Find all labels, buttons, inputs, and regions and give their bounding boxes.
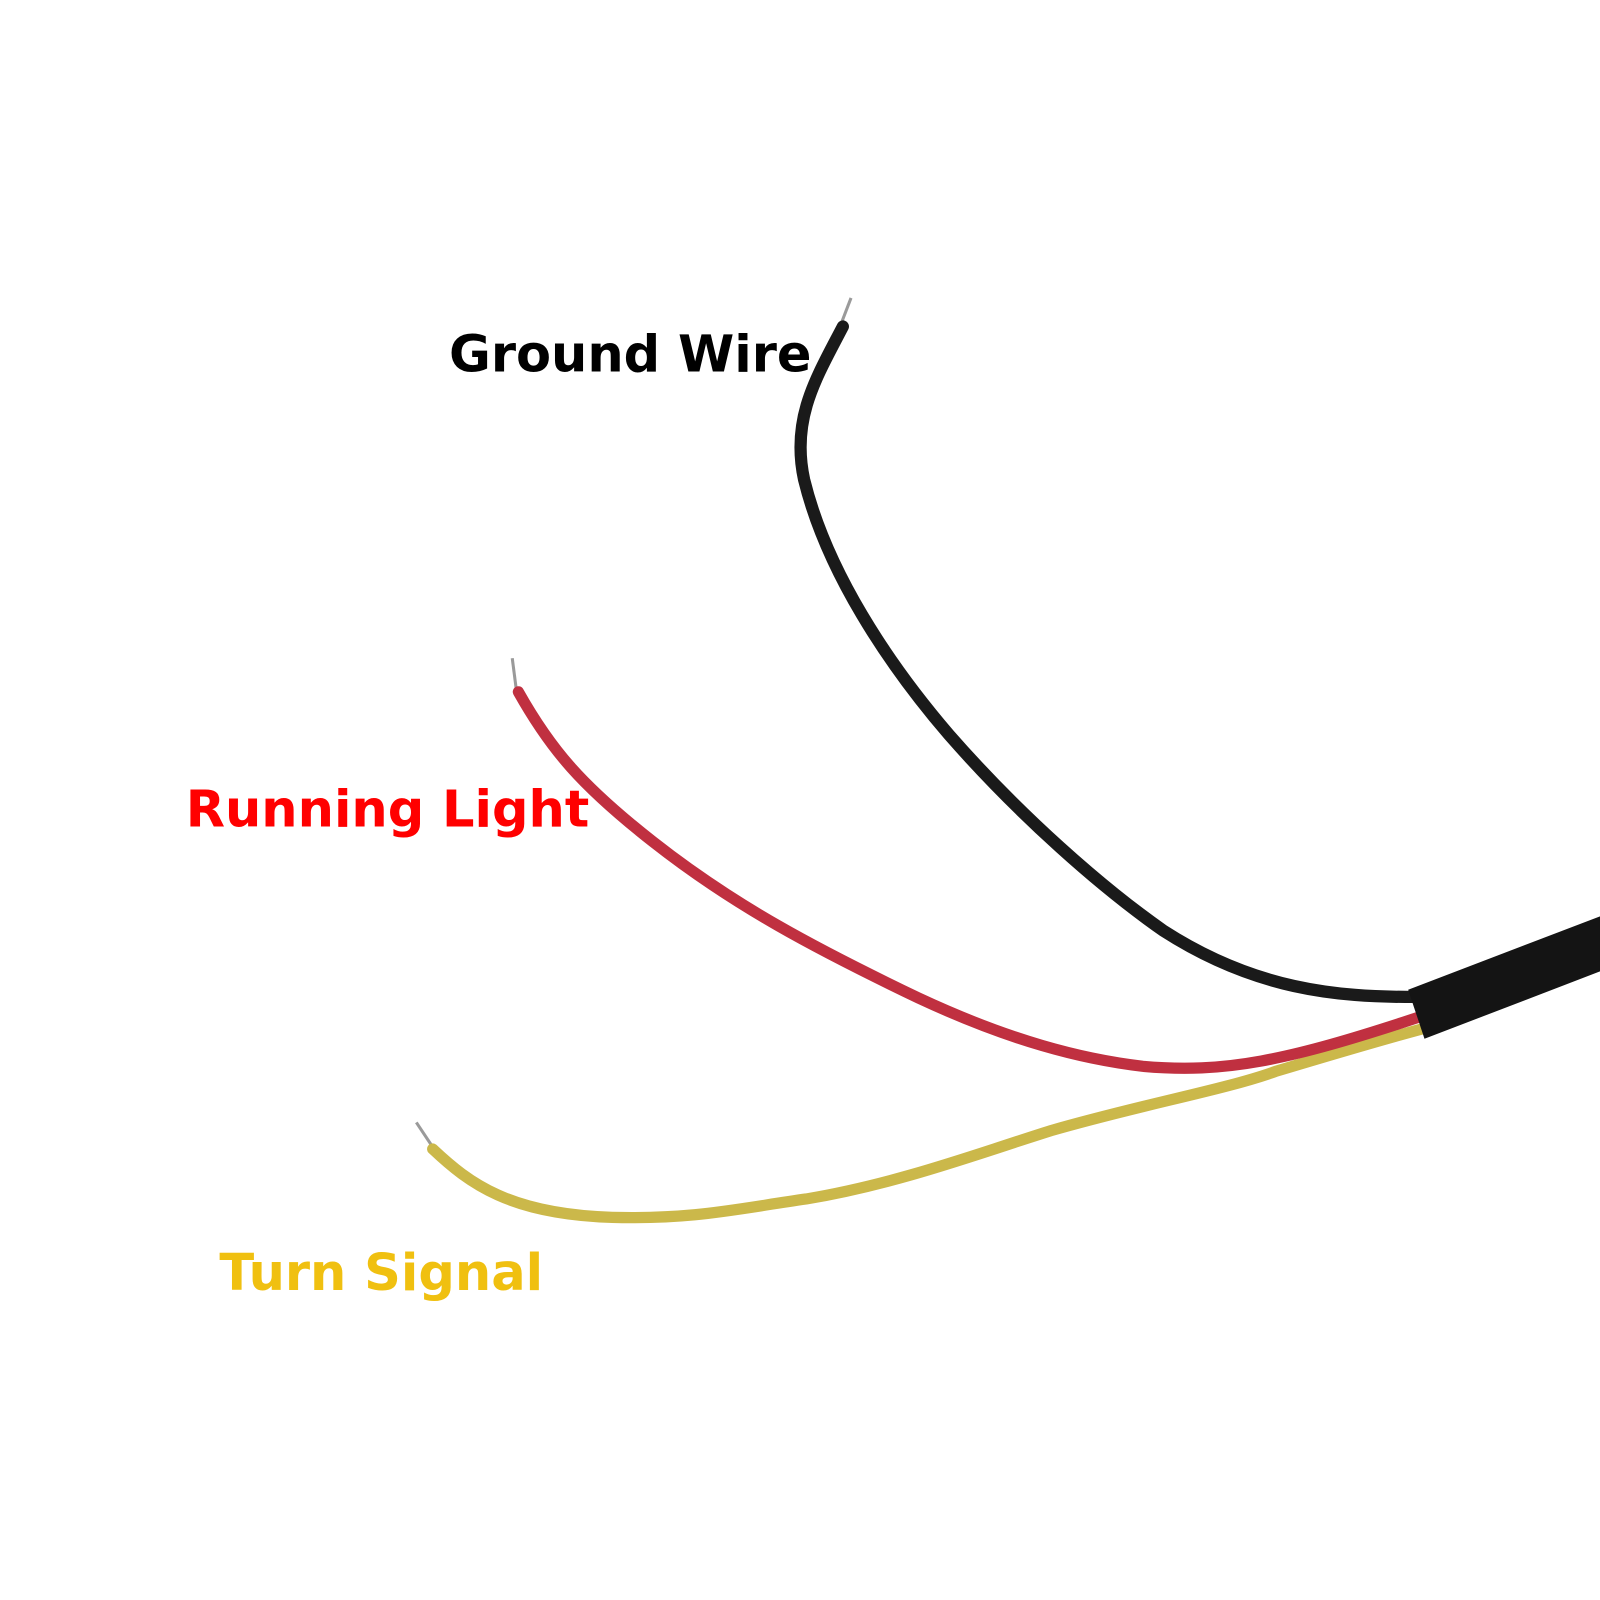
turn-signal-wire [427, 1022, 1430, 1224]
ground-wire-tip [839, 297, 853, 326]
running-light-label: Running Light [186, 781, 590, 840]
turn-signal-label: Turn Signal [219, 1244, 543, 1303]
ground-wire [794, 320, 1420, 1004]
cable-sheath [1408, 916, 1600, 1039]
running-light-wire [512, 686, 1424, 1074]
ground-wire-label: Ground Wire [449, 325, 812, 384]
turn-wire-tip [415, 1121, 434, 1148]
running-wire-tip [510, 657, 518, 690]
